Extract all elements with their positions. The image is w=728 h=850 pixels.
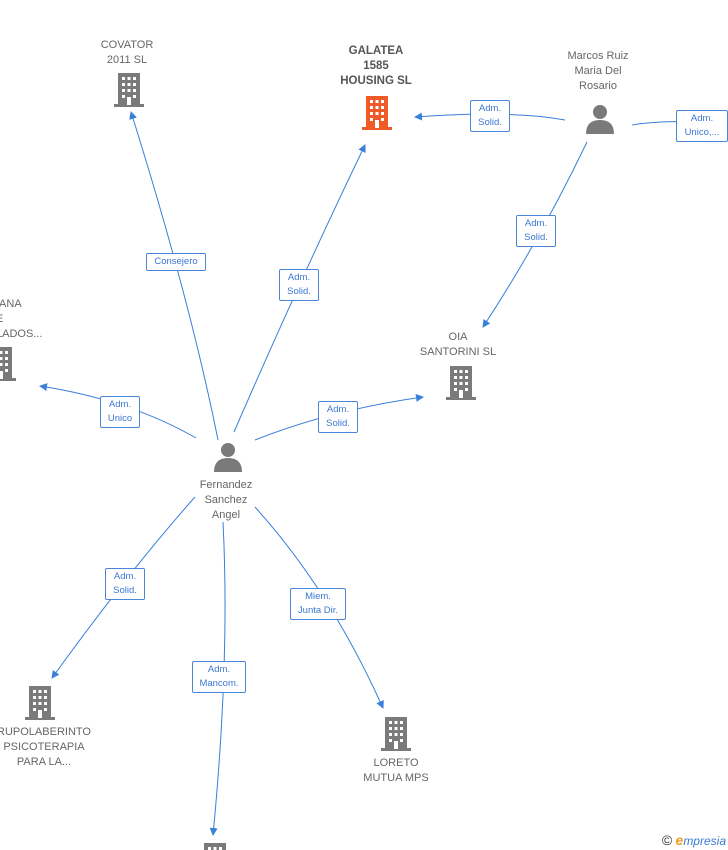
fernandez-person-icon[interactable] <box>213 442 243 477</box>
edge-fernandez-covator <box>129 111 219 441</box>
covator-label: COVATOR 2011 SL <box>100 39 154 66</box>
galatea-label: GALATEA 1585 HOUSING SL <box>340 45 412 87</box>
loreto-building-icon[interactable] <box>381 717 411 756</box>
brand-watermark: © empresia <box>662 832 726 848</box>
copyright-symbol: © <box>661 832 673 848</box>
hispana-label: IANA E LADOS... <box>0 298 43 340</box>
edge-label-adm-solid-marcos-oia[interactable]: Adm. Solid. <box>516 215 556 247</box>
edge-label-adm-solid-oia[interactable]: Adm. Solid. <box>318 401 358 433</box>
fernandez-label: Fernandez Sanchez Angel <box>199 479 253 521</box>
bottom-building-icon[interactable] <box>200 843 230 850</box>
grupolaberinto-building-icon[interactable] <box>25 686 55 725</box>
brand-name: mpresia <box>683 834 726 848</box>
edge-label-adm-solid-galatea[interactable]: Adm. Solid. <box>279 269 319 301</box>
oia-building-icon[interactable] <box>446 366 476 405</box>
hispana-building-icon[interactable] <box>0 347 16 386</box>
brand-initial: e <box>675 832 684 848</box>
grupolaberinto-label: RUPOLABERINTO PSICOTERAPIA PARA LA... <box>0 726 91 768</box>
loreto-label: LORETO MUTUA MPS <box>363 757 429 784</box>
edge-label-consejero[interactable]: Consejero <box>146 253 206 271</box>
edge-label-miem-junta[interactable]: Miem. Junta Dir. <box>290 588 346 620</box>
edge-label-adm-unico-marcos[interactable]: Adm. Unico,... <box>676 110 728 142</box>
galatea-building-icon[interactable] <box>362 96 392 135</box>
covator-building-icon[interactable] <box>114 73 144 112</box>
edge-label-adm-mancom[interactable]: Adm. Mancom. <box>192 661 246 693</box>
edge-label-adm-solid-marcos-galatea[interactable]: Adm. Solid. <box>470 100 510 132</box>
edge-label-adm-solid-grupo[interactable]: Adm. Solid. <box>105 568 145 600</box>
marcos-label: Marcos Ruiz Maria Del Rosario <box>567 50 629 92</box>
marcos-person-icon[interactable] <box>585 104 615 139</box>
oia-label: OIA SANTORINI SL <box>419 331 497 358</box>
edge-label-adm-unico-hispana[interactable]: Adm. Unico <box>100 396 140 428</box>
